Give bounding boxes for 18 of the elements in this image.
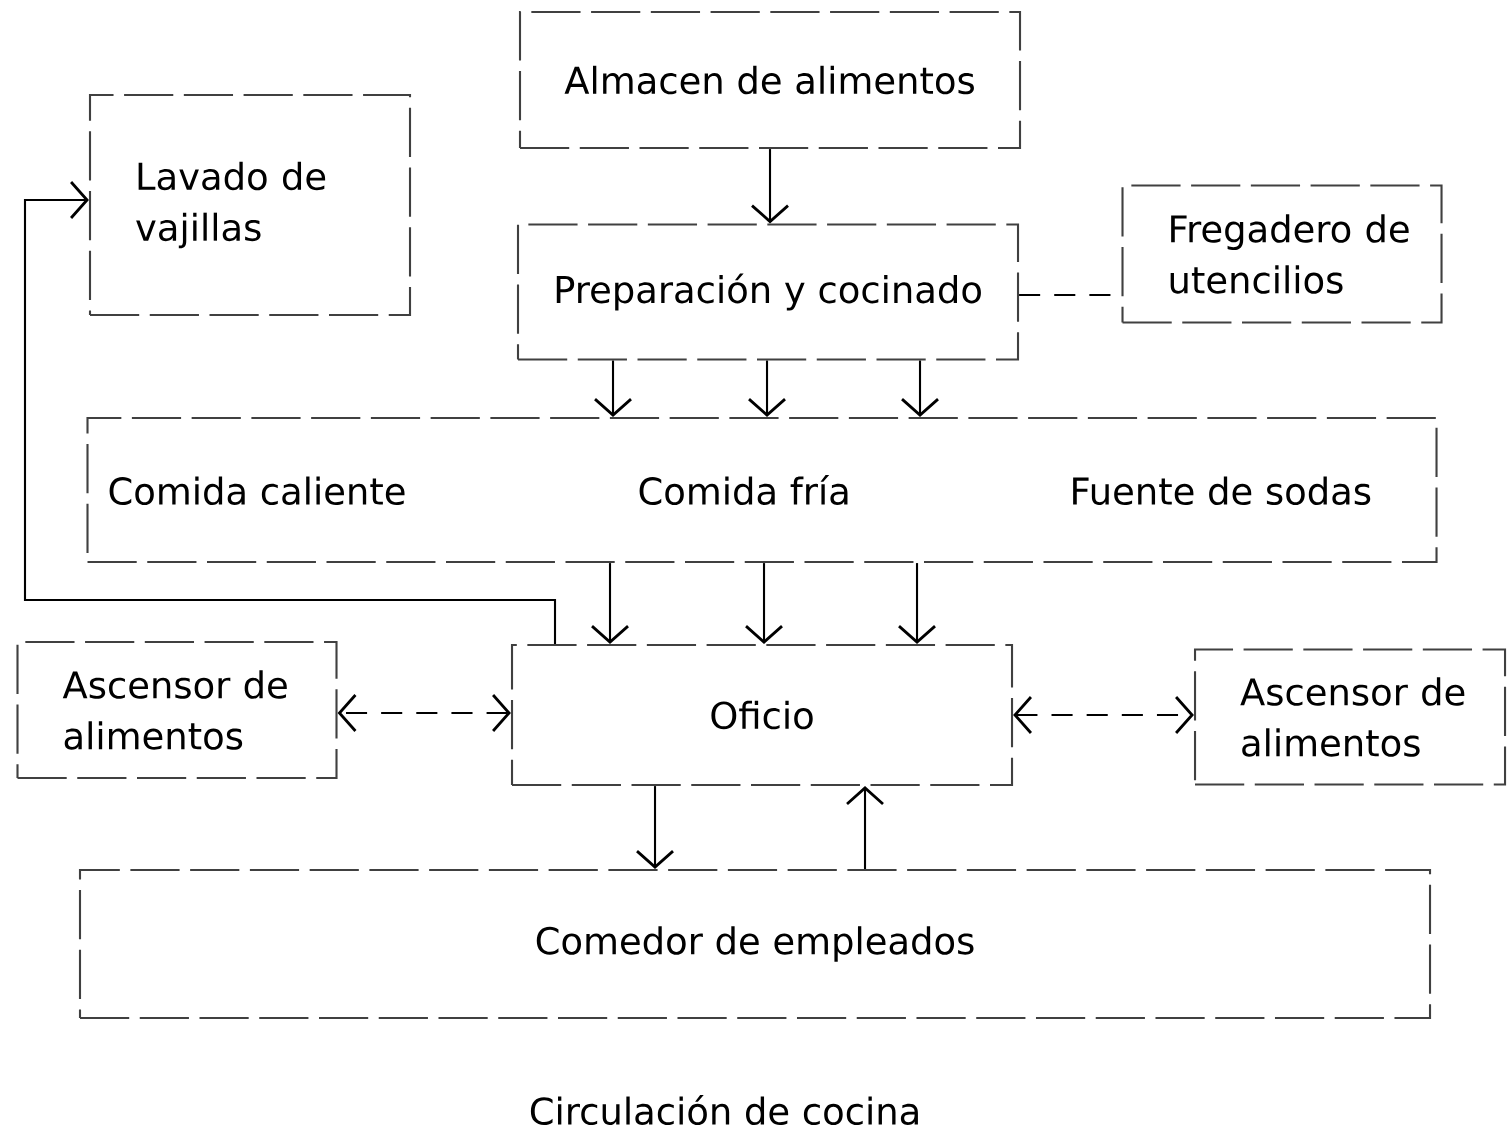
room-box: Comedor de empleados [78, 868, 1432, 1020]
room-box: Preparación y cocinado [516, 223, 1020, 361]
room-box: Oficio [510, 643, 1014, 787]
arrow [846, 786, 884, 869]
room-box: Fregadero de utencilios [1121, 184, 1443, 324]
arrow [337, 694, 511, 732]
arrow [636, 786, 674, 869]
room-box: Ascensor de alimentos [16, 640, 338, 780]
arrow [1013, 696, 1194, 734]
arrow [23, 181, 557, 644]
caption: Circulación de cocina [530, 1095, 918, 1125]
room-box: Lavado de vajillas [88, 93, 412, 317]
arrow [898, 563, 936, 644]
room-box: Almacen de alimentos [518, 10, 1022, 150]
arrow [591, 563, 629, 644]
food-counter-band: Comida caliente Comida fría Fuente de sodas [86, 416, 1438, 564]
room-box: Ascensor de alimentos [1193, 648, 1507, 786]
arrow [745, 563, 783, 644]
